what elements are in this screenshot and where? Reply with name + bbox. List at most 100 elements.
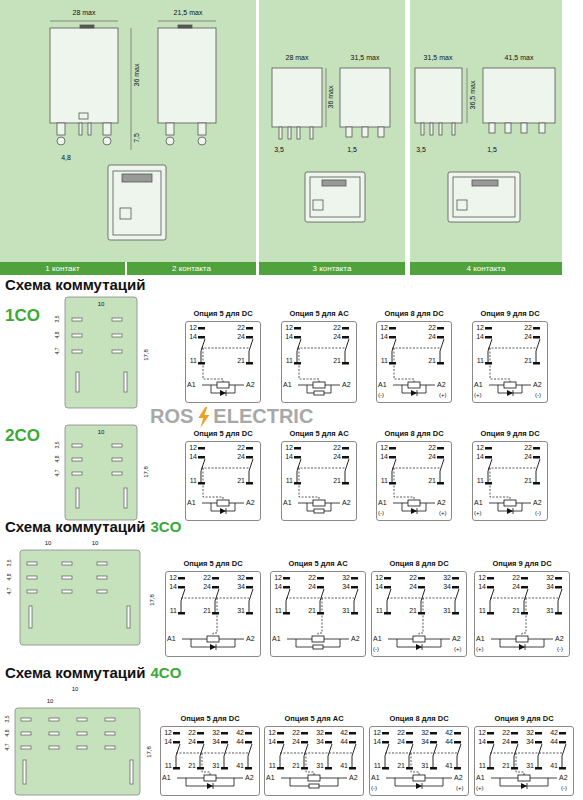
schematic-panel: Опция 5 для AC121411222421A1A2 xyxy=(281,441,357,521)
linkage-line xyxy=(490,468,510,500)
contact-terminal xyxy=(294,336,301,339)
contact-blade xyxy=(248,744,252,767)
relay-drawing xyxy=(79,123,82,135)
resistor-symbol xyxy=(309,784,319,788)
pin-number: 12 xyxy=(160,729,172,737)
contact-blade xyxy=(345,459,349,482)
linkage-line xyxy=(387,598,455,599)
pin-number: 11 xyxy=(270,607,282,615)
coil-pin: A2 xyxy=(349,774,358,782)
contact-blade xyxy=(433,744,437,767)
contact-terminal xyxy=(487,741,494,744)
pin-slot xyxy=(72,472,82,475)
pin-number: 14 xyxy=(474,738,486,746)
pin-number: 41 xyxy=(546,762,558,770)
relay-drawing xyxy=(178,25,192,28)
dimension-label: 4,8 xyxy=(60,154,72,162)
coil-pin: A1 xyxy=(476,635,485,643)
contact-terminal xyxy=(437,362,444,365)
dimension-label: 10 xyxy=(47,698,54,705)
dimension-label: 4,8 xyxy=(5,730,11,737)
schematic-panel: Опция 5 для DC121411222421A1A2 xyxy=(185,441,261,521)
diode-symbol xyxy=(422,783,423,789)
coil-pin: A1 xyxy=(162,774,171,782)
diode-symbol xyxy=(226,508,227,514)
pin-number: 11 xyxy=(281,477,293,485)
contact-blade xyxy=(345,339,349,362)
pin-number: 34 xyxy=(233,583,245,591)
schematic-panel: Опция 8 для DC121411222421A1A2(-)(+) xyxy=(376,321,452,403)
pin-slot xyxy=(77,718,87,721)
pin-number: 12 xyxy=(472,324,484,332)
schematic-panel: Опция 8 для DC121411222421323431A1A2(-)(… xyxy=(371,571,467,657)
dimension-label: 3,5 xyxy=(415,146,427,154)
polarity-mark: (+) xyxy=(439,392,447,399)
contact-terminal xyxy=(454,767,461,770)
linkage-line xyxy=(176,753,248,754)
pin-number: 21 xyxy=(405,607,417,615)
dimension-label: 10 xyxy=(97,301,106,308)
dimension-label: 3,5 xyxy=(55,442,61,449)
schematic-panel: Опция 9 для DC121411222421323431A1A2(+)(… xyxy=(474,571,570,657)
pin-number: 11 xyxy=(472,477,484,485)
pin-number: 31 xyxy=(439,607,451,615)
pin-slot xyxy=(124,372,127,392)
pin-number: 24 xyxy=(405,583,417,591)
relay-drawing xyxy=(415,68,462,123)
contact-terminal xyxy=(555,586,562,589)
contact-terminal xyxy=(198,456,205,459)
linkage-line xyxy=(299,468,319,500)
pin-number: 24 xyxy=(508,583,520,591)
contact-terminal xyxy=(559,767,566,770)
dimension-label: 4,7 xyxy=(55,470,61,477)
linkage-line xyxy=(522,598,526,636)
pin-slot xyxy=(72,318,82,321)
pin-number: 21 xyxy=(329,357,341,365)
coil-pin: A1 xyxy=(266,774,275,782)
contact-terminal xyxy=(325,732,332,735)
pin-number: 11 xyxy=(376,357,388,365)
relay-drawing xyxy=(453,177,515,217)
coil-symbol xyxy=(413,636,425,642)
pin-number: 32 xyxy=(312,729,324,737)
contact-terminal xyxy=(511,732,518,735)
relay-drawing xyxy=(430,123,433,135)
contact-terminal xyxy=(389,447,396,450)
contact-terminal xyxy=(430,741,437,744)
relay-drawing xyxy=(448,172,520,222)
pin-slot xyxy=(72,334,82,337)
contact-blade xyxy=(354,589,358,612)
pin-slot xyxy=(77,746,87,749)
coil-pin: A1 xyxy=(187,499,196,507)
pin-number: 42 xyxy=(232,729,244,737)
diode-symbol xyxy=(521,783,527,789)
linkage-line xyxy=(203,468,223,500)
dimension-label: 36 max xyxy=(133,63,141,88)
pin-slot xyxy=(23,760,26,784)
contact-terminal xyxy=(452,612,459,615)
pin-number: 24 xyxy=(233,453,245,461)
pin-number: 14 xyxy=(185,333,197,341)
contact-terminal xyxy=(533,336,540,339)
contact-terminal xyxy=(246,447,253,450)
contact-terminal xyxy=(437,327,444,330)
relay-drawing xyxy=(103,123,111,135)
pin-number: 11 xyxy=(369,762,381,770)
relay-drawing xyxy=(439,123,442,135)
option-title: Опция 8 для DC xyxy=(384,310,443,319)
contact-terminal xyxy=(342,362,349,365)
diode-symbol xyxy=(210,644,216,650)
coil-pin: A2 xyxy=(452,635,461,643)
section-heading: Схема коммутаций xyxy=(5,664,146,681)
pin-number: 22 xyxy=(233,444,245,452)
contact-terminal xyxy=(197,732,204,735)
pin-number: 24 xyxy=(288,738,300,746)
pin-number: 34 xyxy=(522,738,534,746)
linkage-line xyxy=(201,348,249,349)
pin-number: 32 xyxy=(417,729,429,737)
contact-blade xyxy=(538,744,542,767)
coil-symbol xyxy=(207,636,219,642)
pin-number: 22 xyxy=(424,324,436,332)
pin-number: 11 xyxy=(281,357,293,365)
pin-number: 12 xyxy=(376,324,388,332)
